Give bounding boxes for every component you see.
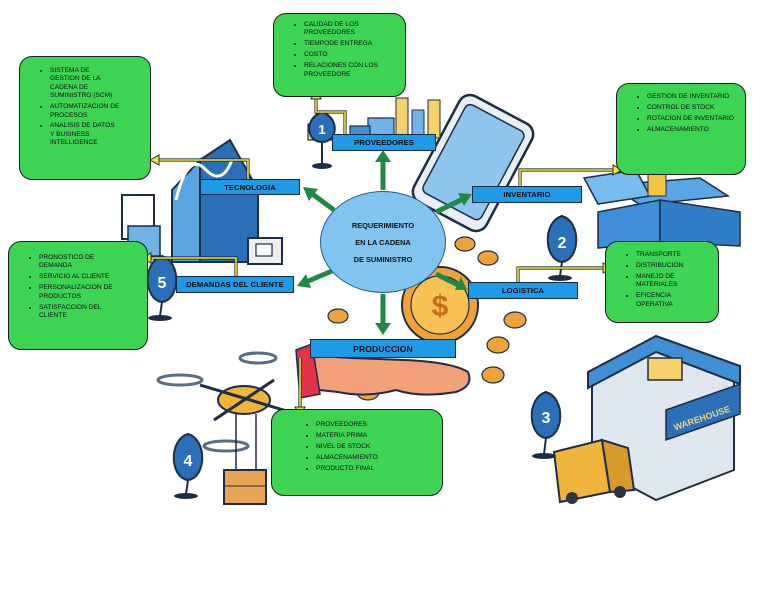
- label-tecnologia: TECNOLOGIA: [200, 179, 300, 195]
- label-proveedores: PROVEEDORES: [332, 134, 436, 151]
- list-item: SISTEMA DE GESTION DE LA CADENA DE SUMIN…: [50, 67, 120, 101]
- svg-text:3: 3: [542, 410, 551, 427]
- list-item: TRANSPORTE: [636, 251, 708, 259]
- list-item: PROVEEDORES: [316, 421, 436, 429]
- box-produccion: PROVEEDORES MATERIA PRIMA NIVEL DE STOCK…: [271, 409, 443, 496]
- dollar-sign-icon: $: [432, 290, 449, 323]
- list-item: PERSONALIZACION DE PRODUCTOS: [39, 284, 115, 301]
- list-item: SATISFACCION DEL CLIENTE: [39, 304, 115, 321]
- list-item: MANEJO DE MATERIALES: [636, 273, 708, 290]
- list-item: TIEMPODE ENTREGA: [304, 40, 399, 48]
- list-item: ALMACENAMIENTO: [316, 454, 436, 462]
- list-demandas: PRONOSTICO DE DEMANDA SERVICIO AL CLIENT…: [9, 254, 115, 320]
- list-item: CONTROL DE STOCK: [647, 104, 739, 112]
- box-logistica: TRANSPORTE DISTRIBUCION MANEJO DE MATERI…: [605, 241, 719, 323]
- center-line-2: EN LA CADENA: [355, 237, 411, 247]
- pin-2-icon: 2: [546, 214, 578, 281]
- list-logistica: TRANSPORTE DISTRIBUCION MANEJO DE MATERI…: [606, 251, 708, 309]
- open-box-illustration: [582, 169, 741, 249]
- list-item: ROTACION DE INVENTARIO: [647, 115, 739, 123]
- label-inventario: INVENTARIO: [472, 186, 582, 203]
- box-proveedores: CALIDAD DE LOS PROVEEDORES TIEMPODE ENTR…: [273, 13, 406, 97]
- pin-5-icon: 5: [146, 254, 178, 321]
- list-item: EFICENCIA OPERATIVA: [636, 292, 708, 309]
- list-proveedores: CALIDAD DE LOS PROVEEDORES TIEMPODE ENTR…: [274, 21, 399, 79]
- smartphone-illustration: [395, 93, 535, 233]
- list-item: ALMACENAMIENTO: [647, 126, 739, 134]
- list-item: ANALISIS DE DATOS Y BUSINESS INTELLIGENC…: [50, 122, 120, 147]
- label-logistica: LOGISTICA: [468, 282, 578, 299]
- center-node-requerimiento: REQUERIMIENTO EN LA CADENA DE SUMINISTRO: [320, 191, 446, 293]
- list-item: GESTION DE INVENTARIO: [647, 93, 739, 101]
- svg-text:4: 4: [184, 453, 193, 470]
- warehouse-illustration: WAREHOUSE: [552, 334, 741, 504]
- location-pins: 1 2 3 4 5: [146, 110, 578, 499]
- tech-dashboard-illustration: [121, 138, 283, 265]
- list-item: DISTRIBUCION: [636, 262, 708, 270]
- list-inventario: GESTION DE INVENTARIO CONTROL DE STOCK R…: [617, 93, 739, 134]
- list-item: SERVICIO AL CLIENTE: [39, 273, 115, 281]
- list-item: AUTOMATIZACION DE PROCESOS: [50, 103, 120, 120]
- list-item: COSTO: [304, 51, 399, 59]
- pin-3-icon: 3: [530, 390, 562, 459]
- box-tecnologia: SISTEMA DE GESTION DE LA CADENA DE SUMIN…: [19, 56, 151, 180]
- svg-text:1: 1: [318, 122, 325, 137]
- drone-illustration: [156, 351, 328, 505]
- label-demandas-del-cliente: DEMANDAS DEL CLIENTE: [176, 276, 294, 293]
- list-item: PRODUCTO FINAL: [316, 465, 436, 473]
- list-item: PRONOSTICO DE DEMANDA: [39, 254, 115, 271]
- list-produccion: PROVEEDORES MATERIA PRIMA NIVEL DE STOCK…: [272, 421, 436, 473]
- list-item: NIVEL DE STOCK: [316, 443, 436, 451]
- center-line-3: DE SUMINISTRO: [353, 254, 413, 264]
- center-line-1: REQUERIMIENTO: [351, 220, 415, 230]
- green-arrows: [297, 150, 472, 335]
- pin-4-icon: 4: [172, 432, 204, 499]
- list-item: CALIDAD DE LOS PROVEEDORES: [304, 21, 399, 38]
- svg-text:2: 2: [558, 235, 567, 252]
- label-produccion: PRODUCCION: [310, 339, 456, 358]
- box-demandas-del-cliente: PRONOSTICO DE DEMANDA SERVICIO AL CLIENT…: [8, 241, 148, 350]
- svg-text:5: 5: [158, 275, 167, 292]
- list-tecnologia: SISTEMA DE GESTION DE LA CADENA DE SUMIN…: [20, 67, 120, 148]
- list-item: MATERIA PRIMA: [316, 432, 436, 440]
- list-item: RELACIONES CON LOS PROVEEDORE: [304, 62, 399, 79]
- box-inventario: GESTION DE INVENTARIO CONTROL DE STOCK R…: [616, 83, 746, 175]
